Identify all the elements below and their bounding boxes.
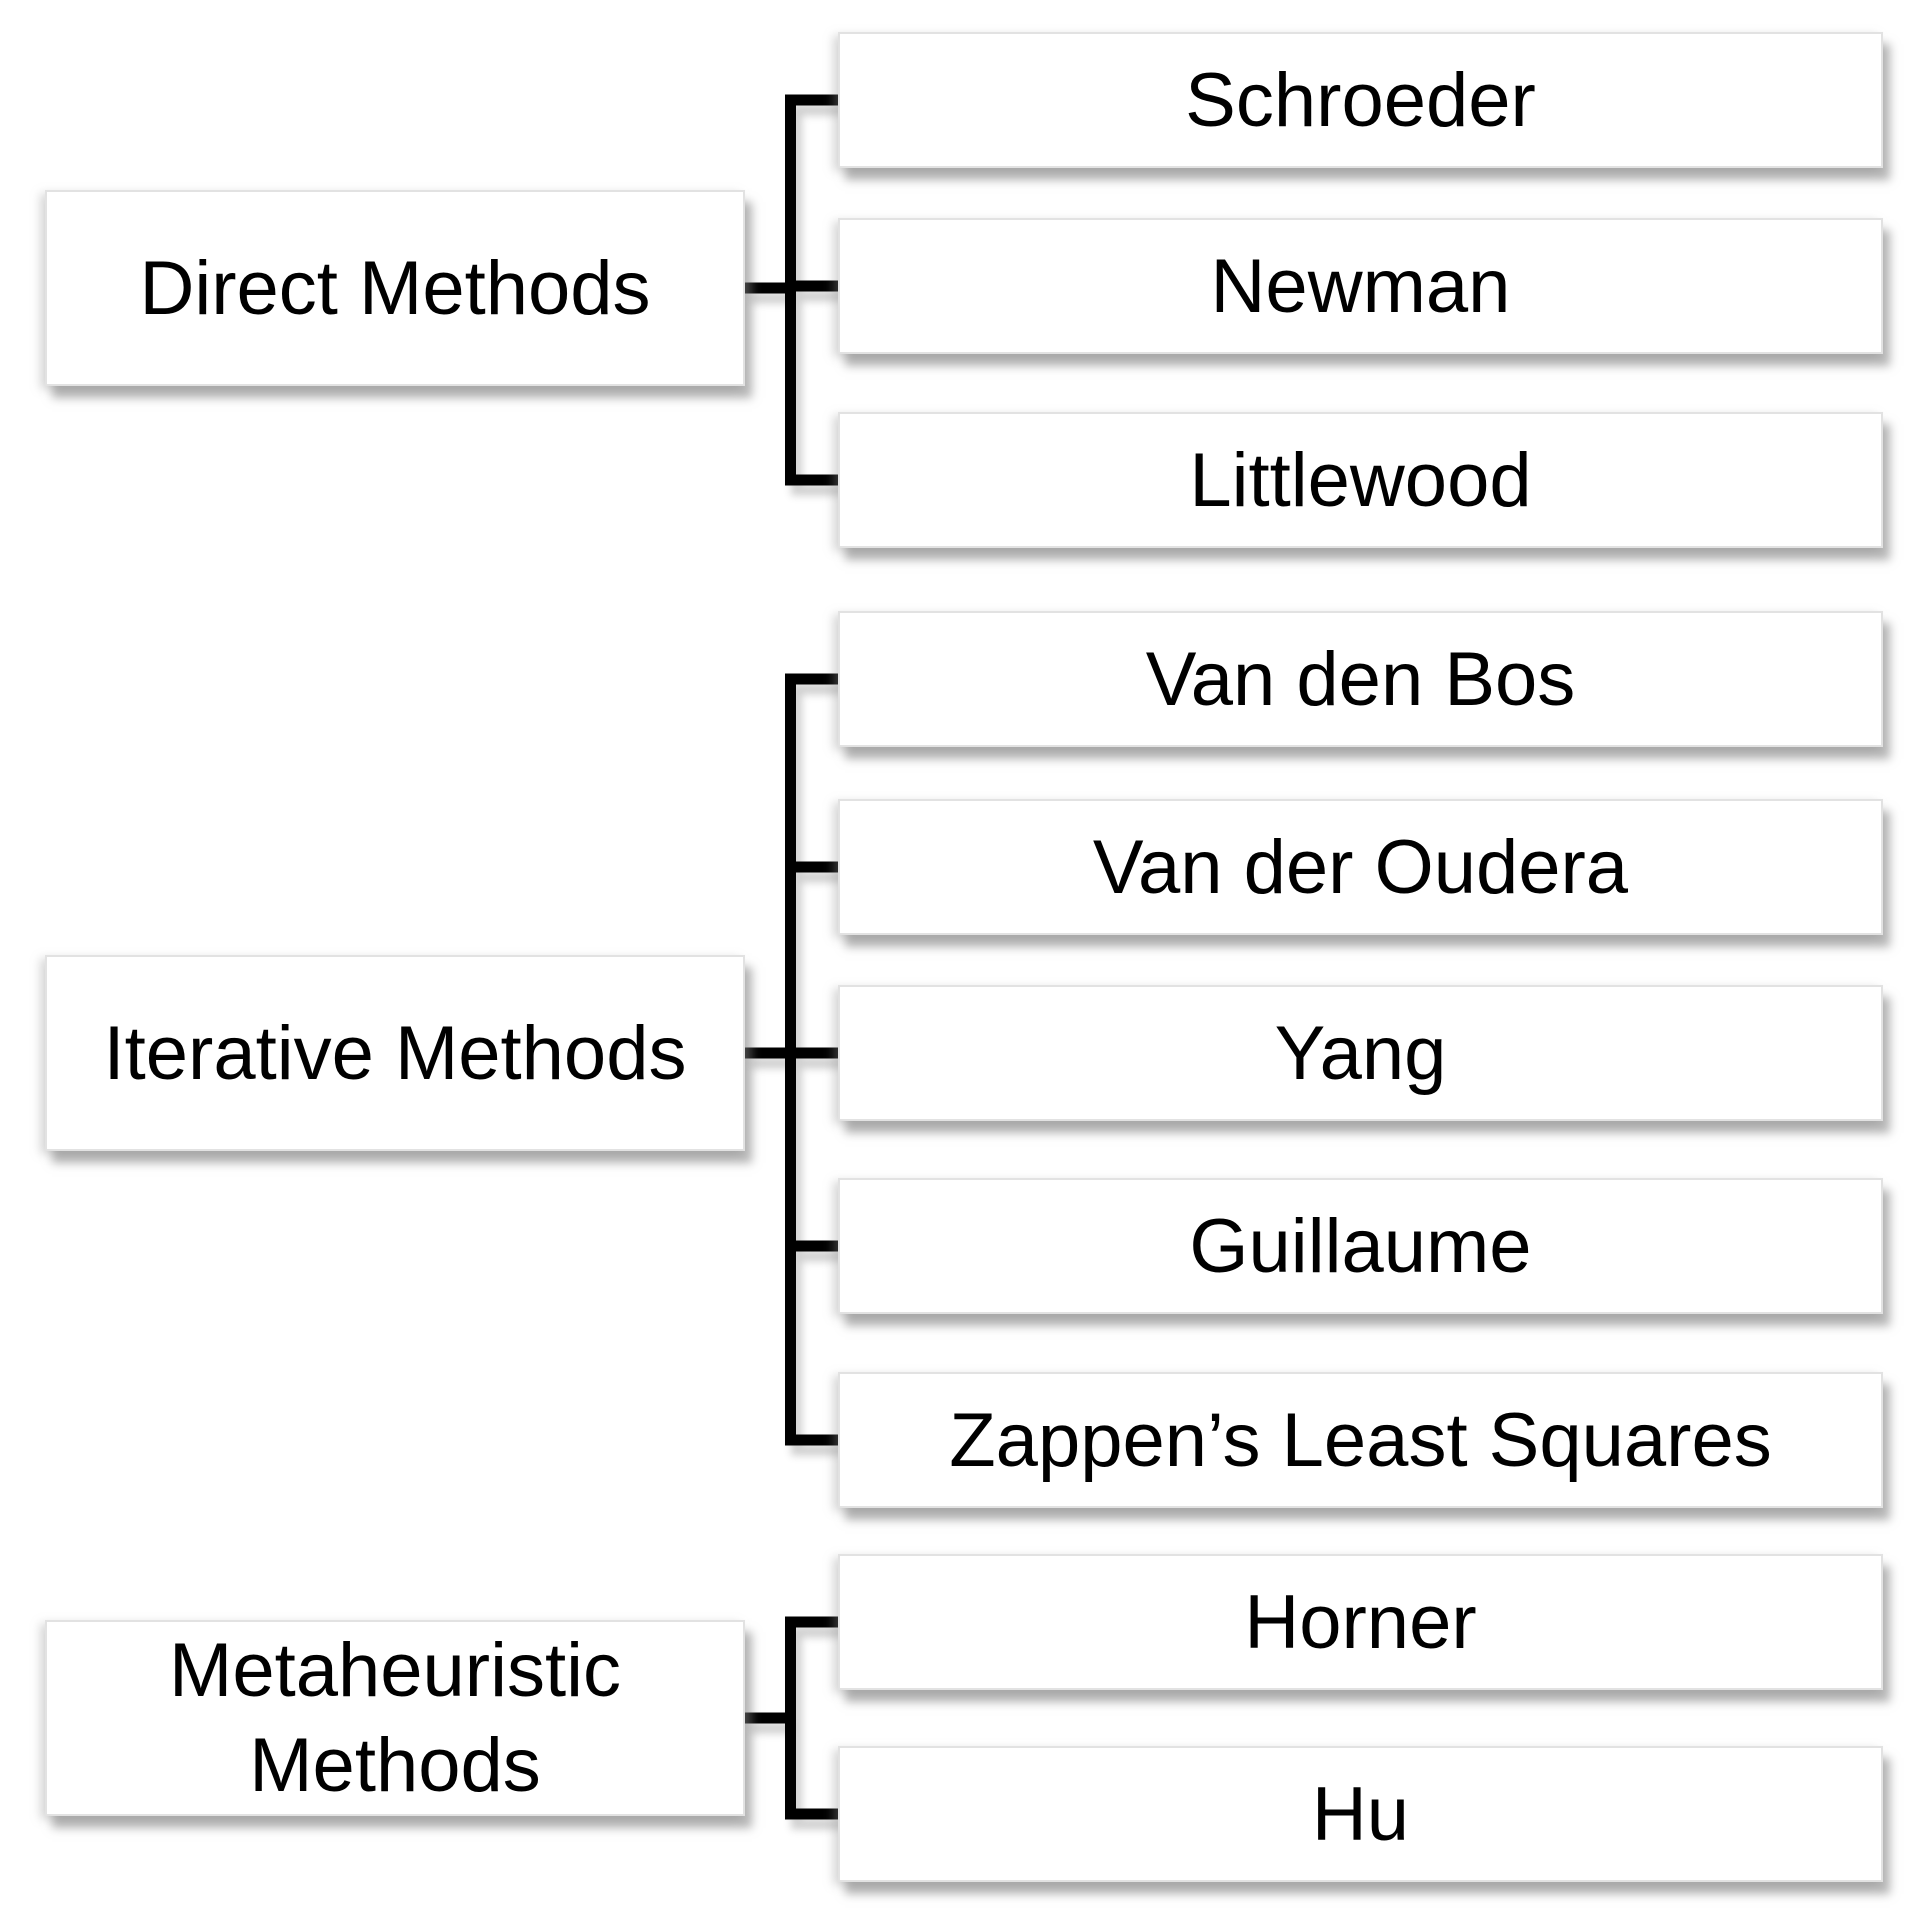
node-yang-label: Yang <box>1274 1010 1447 1096</box>
node-van-der-oudera-label: Van der Oudera <box>1092 824 1629 910</box>
stub-littlewood <box>785 474 838 486</box>
node-guillaume: Guillaume <box>838 1178 1883 1314</box>
category-direct-methods-label: Direct Methods <box>139 245 651 331</box>
node-horner-label: Horner <box>1244 1579 1477 1665</box>
stub-metaheuristic-methods <box>745 1712 796 1724</box>
stub-newman <box>785 280 838 292</box>
node-horner: Horner <box>838 1554 1883 1690</box>
node-hu-label: Hu <box>1311 1771 1410 1857</box>
node-guillaume-label: Guillaume <box>1189 1203 1532 1289</box>
stub-direct-methods <box>745 282 796 294</box>
node-yang: Yang <box>838 985 1883 1121</box>
stub-yang <box>785 1047 838 1059</box>
category-metaheuristic-methods: Metaheuristic Methods <box>45 1620 745 1816</box>
node-van-der-oudera: Van der Oudera <box>838 799 1883 935</box>
category-iterative-methods-label: Iterative Methods <box>103 1010 687 1096</box>
category-iterative-methods: Iterative Methods <box>45 955 745 1151</box>
stub-hu <box>785 1808 838 1820</box>
stub-schroeder <box>785 94 838 106</box>
node-newman: Newman <box>838 218 1883 354</box>
category-metaheuristic-methods-label: Metaheuristic Methods <box>169 1628 621 1808</box>
trunk-iterative-methods <box>785 673 796 1446</box>
node-newman-label: Newman <box>1210 243 1511 329</box>
node-schroeder-label: Schroeder <box>1185 57 1536 143</box>
node-littlewood: Littlewood <box>838 412 1883 548</box>
node-van-den-bos-label: Van den Bos <box>1145 636 1576 722</box>
node-schroeder: Schroeder <box>838 32 1883 168</box>
node-van-den-bos: Van den Bos <box>838 611 1883 747</box>
category-direct-methods: Direct Methods <box>45 190 745 386</box>
stub-zappen-s-least-squares <box>785 1434 838 1446</box>
node-littlewood-label: Littlewood <box>1189 437 1532 523</box>
node-hu: Hu <box>838 1746 1883 1882</box>
stub-horner <box>785 1616 838 1628</box>
stub-van-den-bos <box>785 673 838 685</box>
stub-van-der-oudera <box>785 861 838 873</box>
node-zappen-s-least-squares-label: Zappen’s Least Squares <box>949 1397 1772 1483</box>
stub-iterative-methods <box>745 1047 796 1059</box>
node-zappen-s-least-squares: Zappen’s Least Squares <box>838 1372 1883 1508</box>
stub-guillaume <box>785 1240 838 1252</box>
